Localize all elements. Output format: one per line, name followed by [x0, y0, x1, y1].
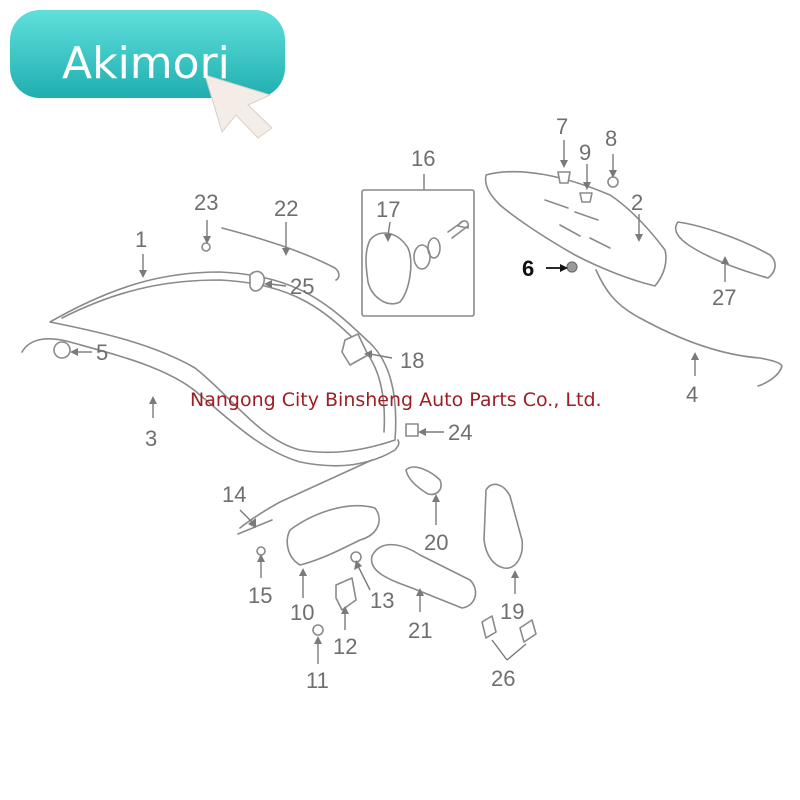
callout-17: 17 [376, 197, 400, 222]
callout-23: 23 [194, 190, 218, 215]
akimori-logo: Akimori [10, 10, 285, 139]
callout-12: 12 [333, 634, 357, 659]
part-21 [370, 543, 477, 609]
part-6 [566, 261, 578, 273]
part-11 [312, 624, 324, 636]
weatherstrip [21, 338, 400, 467]
leader-lines [70, 140, 729, 664]
callout-2: 2 [631, 190, 643, 215]
part-15 [256, 546, 266, 556]
logo-text: Akimori [62, 38, 230, 89]
callout-24: 24 [448, 420, 472, 445]
part-18 [341, 333, 369, 366]
callout-20: 20 [424, 530, 448, 555]
part-23 [201, 242, 211, 252]
part-8 [607, 176, 619, 188]
callout-6: 6 [522, 256, 534, 281]
callout-15: 15 [248, 583, 272, 608]
callout-22: 22 [274, 196, 298, 221]
part-14 [239, 459, 373, 529]
callout-16: 16 [411, 146, 435, 171]
callout-7: 7 [556, 114, 568, 139]
part-9 [579, 192, 593, 203]
part-24 [405, 423, 419, 437]
callout-11: 11 [306, 668, 329, 693]
callout-4: 4 [686, 382, 698, 407]
callout-21: 21 [408, 618, 432, 643]
company-watermark: Nangong City Binsheng Auto Parts Co., Lt… [190, 389, 602, 411]
license-panel [484, 170, 667, 287]
callout-19: 19 [500, 599, 524, 624]
callout-14: 14 [222, 482, 246, 507]
part-19 [483, 483, 524, 569]
part-25 [249, 270, 266, 292]
callout-26: 26 [491, 666, 515, 691]
callout-8: 8 [605, 126, 617, 151]
callout-3: 3 [145, 426, 157, 451]
callout-9: 9 [579, 140, 591, 165]
part-12 [335, 577, 357, 611]
part-20 [405, 466, 442, 496]
callout-1: 1 [135, 227, 147, 252]
part-26b [519, 619, 537, 643]
bracket-27 [674, 221, 776, 279]
part-26a [481, 615, 497, 639]
trim-strip [595, 269, 783, 387]
callout-labels: 1 2 3 4 5 6 7 8 9 10 11 12 13 14 15 16 1… [96, 114, 736, 693]
callout-13: 13 [370, 588, 394, 613]
callout-18: 18 [400, 348, 424, 373]
part-10 [286, 504, 380, 566]
part-5 [53, 341, 71, 359]
lock-cylinder-kit [361, 189, 475, 317]
callout-27: 27 [712, 285, 736, 310]
part-7 [557, 171, 571, 184]
part-22 [221, 227, 340, 281]
callout-5: 5 [96, 340, 108, 365]
callout-10: 10 [290, 600, 314, 625]
trunk-lid [49, 271, 397, 454]
callout-25: 25 [290, 274, 314, 299]
